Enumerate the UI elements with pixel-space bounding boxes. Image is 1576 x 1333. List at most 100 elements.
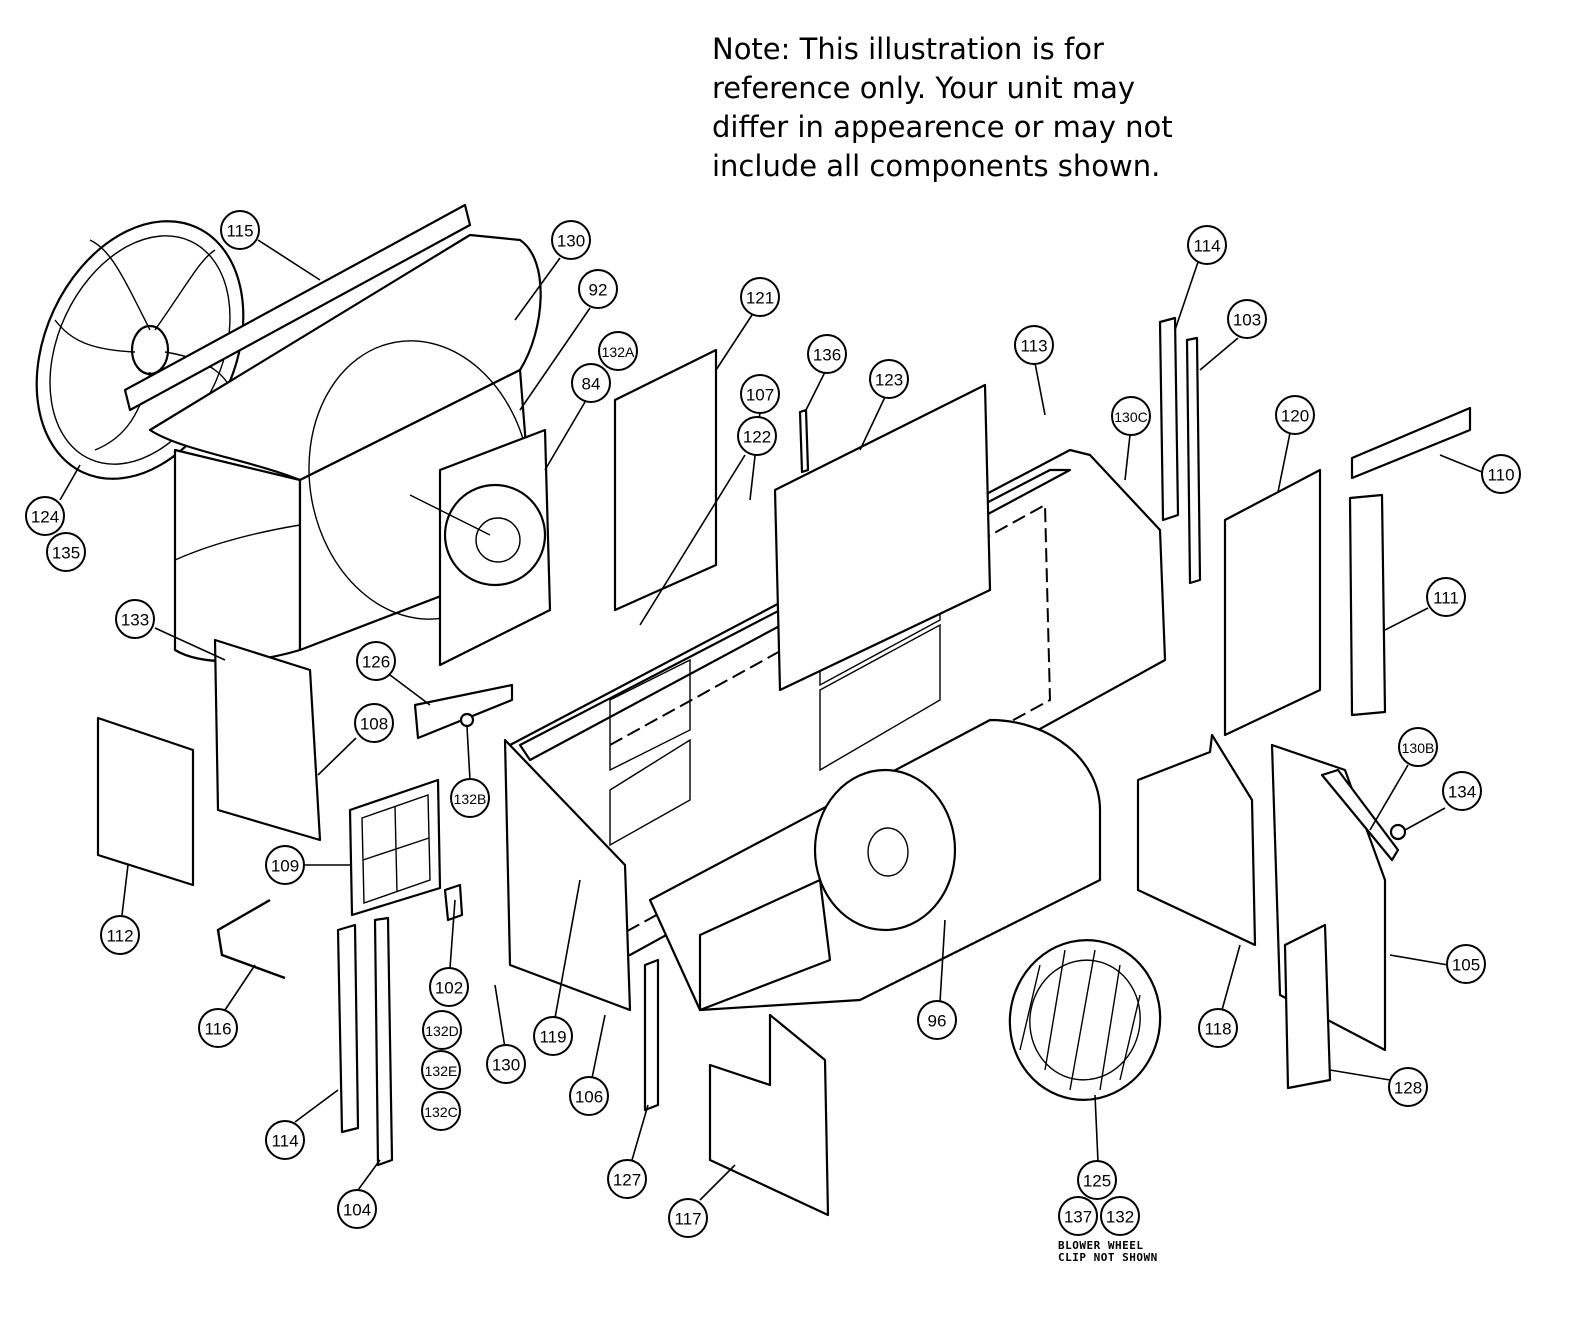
callout-109: 109: [265, 845, 305, 885]
callout-132E: 132E: [421, 1050, 461, 1090]
callout-132B: 132B: [450, 778, 490, 818]
panel-128: [1283, 923, 1332, 1090]
svg-text:130C: 130C: [1114, 409, 1147, 425]
svg-text:130: 130: [492, 1056, 520, 1075]
callout-110: 110: [1481, 454, 1521, 494]
blower-wheel-clip-note: BLOWER WHEEL CLIP NOT SHOWN: [1058, 1239, 1158, 1264]
svg-text:112: 112: [106, 927, 133, 946]
bracket-103: [1185, 336, 1202, 585]
callout-137: 137: [1058, 1196, 1098, 1236]
leader-92: [519, 307, 591, 411]
callout-106: 106: [569, 1076, 609, 1116]
bracket-126: [413, 683, 514, 740]
callout-133: 133: [115, 599, 155, 639]
leader-127: [631, 1104, 649, 1161]
strip-114-right: [1158, 316, 1180, 522]
leader-106: [591, 1014, 606, 1079]
svg-text:113: 113: [1020, 337, 1047, 356]
callout-105: 105: [1446, 944, 1486, 984]
svg-text:108: 108: [360, 715, 388, 734]
svg-text:132E: 132E: [425, 1063, 458, 1079]
svg-text:133: 133: [121, 611, 149, 630]
callout-120: 120: [1275, 395, 1315, 435]
svg-text:127: 127: [613, 1171, 641, 1190]
svg-text:103: 103: [1233, 311, 1261, 330]
callout-96: 96: [917, 1000, 957, 1040]
leader-136: [804, 371, 826, 413]
panel-121: [613, 348, 718, 612]
callout-123: 123: [869, 359, 909, 399]
svg-text:117: 117: [674, 1210, 701, 1229]
leader-114b: [294, 1089, 339, 1123]
svg-text:128: 128: [1394, 1079, 1422, 1098]
leader-113: [1034, 362, 1046, 416]
svg-text:124: 124: [31, 508, 59, 527]
svg-text:132: 132: [1106, 1208, 1134, 1227]
leader-114a: [1174, 261, 1199, 331]
motor-mount: [409, 428, 552, 667]
leader-110: [1439, 454, 1483, 473]
svg-text:132C: 132C: [424, 1104, 457, 1120]
svg-text:104: 104: [343, 1201, 371, 1220]
callout-132D: 132D: [422, 1010, 462, 1050]
callout-128: 128: [1388, 1067, 1428, 1107]
svg-text:134: 134: [1448, 783, 1476, 802]
blower-housing: [648, 718, 1102, 1012]
callout-104: 104: [337, 1189, 377, 1229]
leader-130b: [494, 984, 506, 1049]
svg-text:109: 109: [271, 857, 299, 876]
pin-136: [798, 408, 810, 474]
callout-135: 135: [46, 532, 86, 572]
callout-134: 134: [1442, 771, 1482, 811]
callout-115: 115: [220, 210, 260, 250]
svg-text:116: 116: [204, 1020, 231, 1039]
callout-113: 113: [1014, 325, 1054, 365]
callout-127: 127: [607, 1159, 647, 1199]
callout-118: 118: [1198, 1008, 1238, 1048]
panel-112: [96, 716, 195, 887]
leader-121: [715, 314, 753, 371]
svg-text:137: 137: [1064, 1208, 1092, 1227]
leader-124: [59, 464, 81, 501]
callout-126: 126: [356, 641, 396, 681]
svg-text:130: 130: [557, 232, 585, 251]
leader-130a: [514, 257, 561, 321]
strip-114-left: [336, 923, 360, 1134]
svg-text:102: 102: [435, 979, 463, 998]
callout-130b: 130: [486, 1044, 526, 1084]
callout-121: 121: [740, 277, 780, 317]
callout-132A: 132A: [598, 331, 638, 371]
leader-132B: [466, 726, 471, 781]
svg-text:115: 115: [226, 222, 253, 241]
clip-102: [443, 883, 464, 922]
panel-118: [1136, 733, 1257, 947]
strip-111: [1348, 493, 1387, 717]
leader-105: [1389, 954, 1449, 966]
leader-102: [449, 899, 456, 969]
svg-text:105: 105: [1452, 956, 1480, 975]
leader-119: [554, 879, 581, 1019]
callout-102: 102: [429, 967, 469, 1007]
side-panel-106: [503, 738, 632, 1012]
leader-103: [1199, 337, 1239, 371]
leader-133: [154, 627, 226, 661]
nut-134: [1389, 823, 1407, 841]
leader-115: [257, 239, 321, 281]
svg-text:92: 92: [589, 281, 608, 300]
leader-123: [859, 396, 886, 451]
svg-text:84: 84: [582, 375, 601, 394]
callout-bubbles: 115 130 92 132A 84 121 107 122 136 123 1…: [25, 210, 1521, 1238]
leader-117: [699, 1164, 736, 1201]
svg-text:110: 110: [1487, 466, 1514, 485]
callout-122: 122: [737, 416, 777, 456]
leader-120: [1277, 432, 1291, 493]
panel-117: [708, 1013, 830, 1217]
callout-130C: 130C: [1111, 396, 1151, 436]
leader-104: [357, 1159, 381, 1191]
svg-text:114: 114: [1193, 237, 1220, 256]
leader-125: [1094, 1094, 1099, 1163]
leader-134: [1404, 807, 1446, 831]
callout-116: 116: [198, 1008, 238, 1048]
callout-132C: 132C: [421, 1091, 461, 1131]
